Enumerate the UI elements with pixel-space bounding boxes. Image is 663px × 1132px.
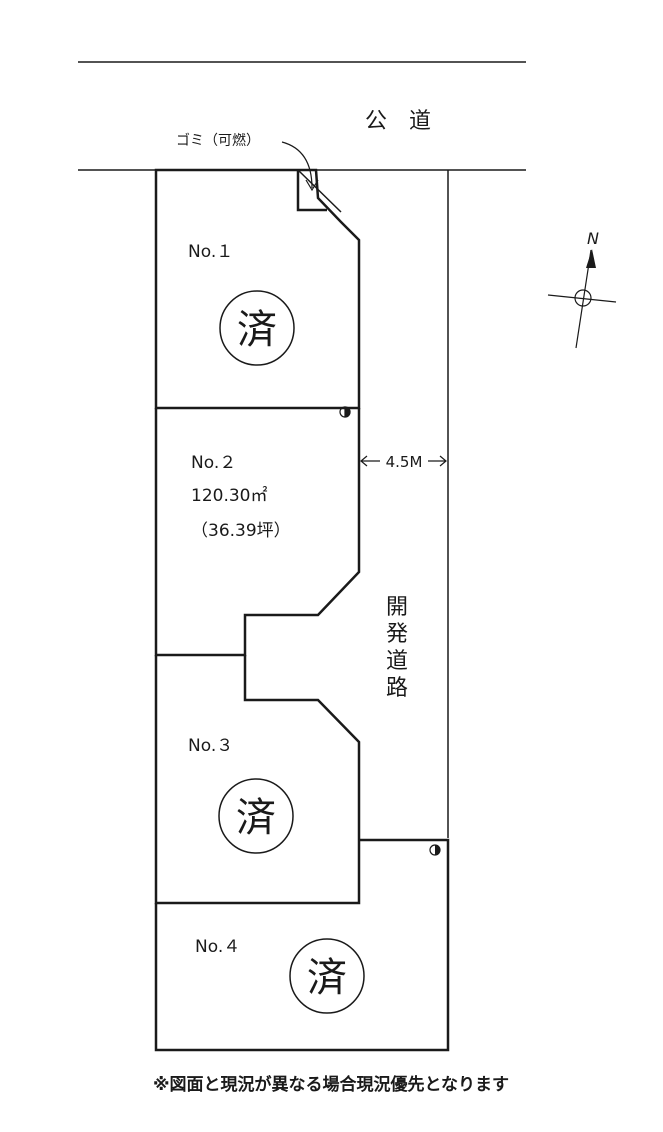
garbage-box bbox=[296, 170, 327, 212]
lot-2-tsubo: （36.39坪） bbox=[191, 521, 291, 541]
garbage-arrow-head bbox=[305, 179, 319, 192]
lot-3-sold-label: 済 bbox=[236, 795, 276, 841]
dev-road-char-1: 開 bbox=[386, 595, 408, 620]
lot-3-sold-stamp bbox=[218, 778, 294, 854]
lot-4-boundary bbox=[154, 838, 450, 1052]
road-width-arrow-left bbox=[360, 455, 368, 467]
road-width-arrow-right bbox=[439, 455, 447, 467]
lot-4-corner-marker bbox=[435, 845, 440, 855]
lot-2-corner-marker-ring bbox=[339, 406, 351, 418]
public-road-label: 公 道 bbox=[365, 109, 431, 134]
dev-road-char-3: 道 bbox=[386, 649, 408, 674]
lot-1-sold-stamp bbox=[219, 290, 295, 366]
lot-1-boundary bbox=[154, 168, 361, 410]
lot-4-name: No.４ bbox=[195, 937, 240, 957]
road-width-label: 4.5M bbox=[386, 453, 423, 471]
footer-note: ※図面と現況が異なる場合現況優先となります bbox=[153, 1074, 509, 1095]
garbage-arrow bbox=[281, 141, 313, 189]
dev-road-char-2: 発 bbox=[386, 622, 408, 647]
dev-road-char-4: 路 bbox=[386, 676, 408, 701]
lot-1-sold-label: 済 bbox=[237, 307, 277, 353]
garbage-label: ゴミ（可燃） bbox=[176, 132, 260, 149]
lot-3-name: No.３ bbox=[188, 736, 233, 756]
compass-north-label: N bbox=[587, 229, 599, 248]
compass-ew-line bbox=[547, 294, 617, 303]
compass-center bbox=[574, 289, 592, 307]
lot-1-name: No.１ bbox=[188, 242, 233, 262]
garbage-box-diag bbox=[297, 169, 342, 213]
compass-north-arrow bbox=[586, 249, 596, 268]
lot-2-area: 120.30㎡ bbox=[191, 486, 267, 506]
lot-4-sold-label: 済 bbox=[307, 955, 347, 1001]
lot-4-sold-stamp bbox=[289, 938, 365, 1014]
lot-2-name: No.２ bbox=[191, 453, 236, 473]
